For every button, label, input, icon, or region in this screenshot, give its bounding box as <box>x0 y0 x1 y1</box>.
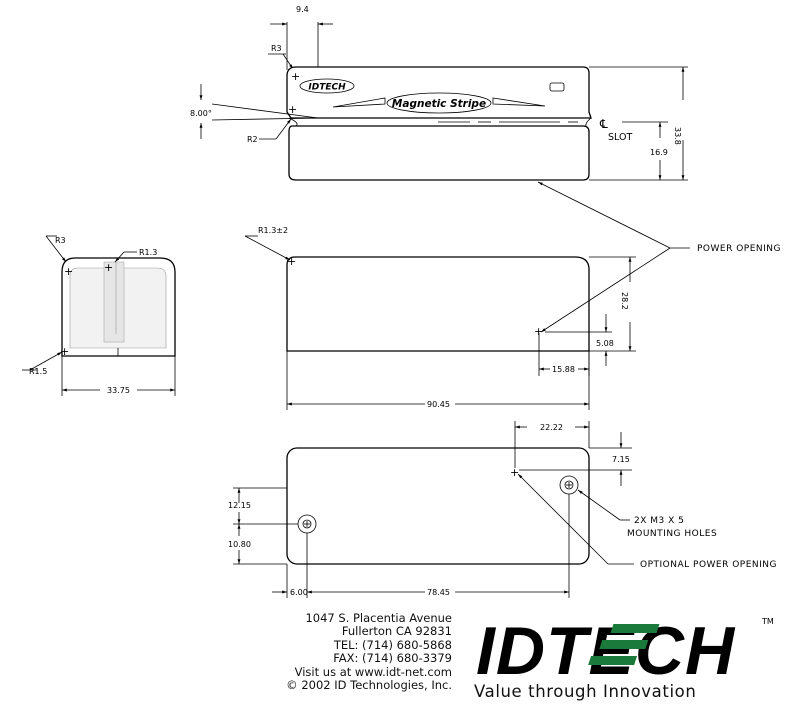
dim-5-08: 5.08 <box>596 339 614 348</box>
dim-15-88: 15.88 <box>552 365 575 374</box>
dim-7-15: 7.15 <box>612 455 630 464</box>
svg-text:+: + <box>64 265 73 278</box>
radius-r3-top: R3 <box>271 44 282 53</box>
idtech-logo: IDTECH TM <box>476 613 774 689</box>
badge-text: IDTECH <box>308 83 346 93</box>
address-line1: 1047 S. Placentia Avenue <box>305 611 452 625</box>
end-radius-r3: R3 <box>55 236 66 245</box>
reader-bottom-body <box>288 125 590 181</box>
centerline-symbol: ℄ <box>599 117 608 131</box>
dim-33-8: 33.8 <box>673 127 682 145</box>
address-line2: Fullerton CA 92831 <box>341 624 452 639</box>
company-address: 1047 S. Placentia Avenue Fullerton CA 92… <box>280 611 452 693</box>
dim-10-80: 10.80 <box>228 540 251 549</box>
dim-22-22: 22.22 <box>540 423 563 432</box>
svg-text:+: + <box>104 261 113 274</box>
end-radius-r1-3: R1.3 <box>139 248 157 257</box>
side-view: + R1.3±2 + 28.2 5.08 15.88 90.45 <box>244 226 636 410</box>
svg-text:+: + <box>288 103 297 116</box>
mounting-holes-line2: MOUNTING HOLES <box>627 529 717 539</box>
power-opening-callout: POWER OPENING <box>537 181 781 333</box>
optional-power-label: OPTIONAL POWER OPENING <box>640 560 777 570</box>
mounting-holes-line1: 2X M3 X 5 <box>634 516 684 526</box>
power-opening-label: POWER OPENING <box>697 244 781 254</box>
dim-33-75: 33.75 <box>107 386 130 395</box>
optional-power-callout: OPTIONAL POWER OPENING <box>517 473 777 570</box>
dim-28-2: 28.2 <box>620 292 629 310</box>
logo-text: IDTECH <box>476 613 736 689</box>
bottom-view: + 22.22 7.15 12.15 10.80 6.00 78.45 <box>228 421 632 598</box>
svg-text:+: + <box>291 70 300 83</box>
end-radius-r1-5: R1.5 <box>29 367 47 376</box>
idtech-badge <box>299 78 355 94</box>
svg-text:+: + <box>60 345 69 358</box>
top-view: 9.4 R3 + + IDTECH Magnetic Stripe 8.00° <box>190 5 688 181</box>
angle-8-deg: 8.00° <box>190 109 212 118</box>
power-opening-marker: + <box>534 325 543 338</box>
dim-12-15: 12.15 <box>228 501 251 510</box>
logo-accent-bars <box>588 624 660 665</box>
fax: FAX: (714) 680-3379 <box>333 651 452 666</box>
side-view-body <box>286 256 590 352</box>
website: Visit us at www.idt-net.com <box>294 664 452 679</box>
led-indicator <box>549 82 565 92</box>
optional-power-marker: + <box>510 466 519 479</box>
tel: TEL: (714) 680-5868 <box>333 637 452 652</box>
tagline: Value through Innovation <box>474 682 697 701</box>
dim-6-00: 6.00 <box>290 588 308 597</box>
radius-r2: R2 <box>247 135 258 144</box>
copyright: © 2002 ID Technologies, Inc. <box>286 678 452 693</box>
slot-label: SLOT <box>608 132 632 143</box>
mounting-holes-callout: 2X M3 X 5 MOUNTING HOLES <box>577 489 717 539</box>
end-view: + + + R3 R1.3 R1.5 33.75 <box>22 235 176 396</box>
bottom-view-body <box>286 447 590 565</box>
dim-78-45: 78.45 <box>427 588 450 597</box>
svg-text:+: + <box>287 255 296 268</box>
dim-9-4: 9.4 <box>296 5 309 14</box>
side-radius: R1.3±2 <box>258 226 288 235</box>
magnetic-stripe-badge <box>386 92 492 114</box>
dim-90-45: 90.45 <box>427 400 450 409</box>
trademark: TM <box>761 617 774 626</box>
dim-16-9: 16.9 <box>650 148 668 157</box>
technical-drawing: 9.4 R3 + + IDTECH Magnetic Stripe 8.00° <box>22 5 781 598</box>
magnetic-stripe-label: Magnetic Stripe <box>392 98 486 110</box>
